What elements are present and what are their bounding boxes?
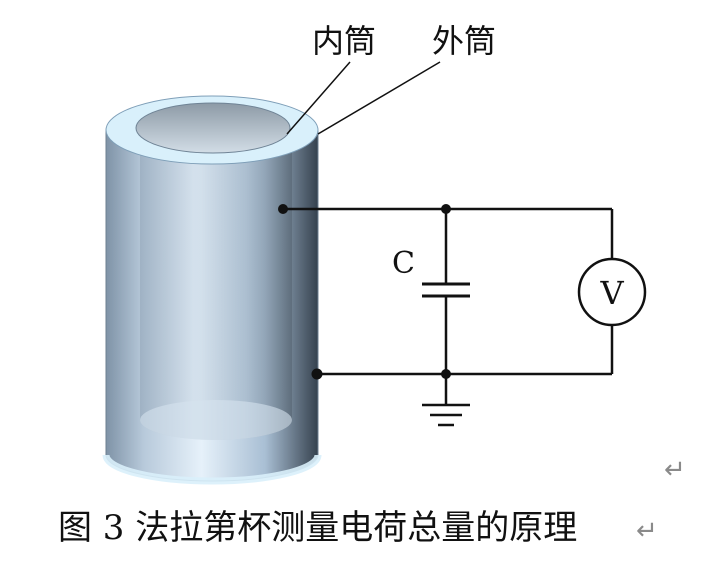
outer-leader-line xyxy=(317,61,441,135)
capacitor-label: C xyxy=(392,246,415,281)
ground-symbol xyxy=(422,403,470,427)
figure-caption: 图 3 法拉第杯测量电荷总量的原理 xyxy=(58,508,577,548)
junction-dot-top xyxy=(441,204,451,214)
capacitor-symbol xyxy=(422,282,470,298)
return-arrow-icon: ↵ xyxy=(664,455,686,485)
outer-cylinder-label: 外筒 xyxy=(432,22,496,60)
circuit xyxy=(283,207,614,405)
junction-dot-bottom xyxy=(441,369,451,379)
inner-leader-line xyxy=(286,61,351,135)
inner-cylinder-bottom xyxy=(140,400,292,440)
junction-dot-outer xyxy=(311,368,323,380)
outer-cylinder-bottom-rim xyxy=(102,454,322,485)
inner-cylinder-opening xyxy=(135,102,291,154)
faraday-cup xyxy=(102,95,322,485)
voltmeter-label: V xyxy=(599,274,624,312)
inner-cylinder-label: 内筒 xyxy=(312,22,376,60)
caption-return-arrow-icon: ↵ xyxy=(636,516,658,546)
voltmeter-symbol xyxy=(577,257,647,327)
junction-dot-inner xyxy=(278,204,288,214)
inner-cylinder-body xyxy=(140,135,292,440)
